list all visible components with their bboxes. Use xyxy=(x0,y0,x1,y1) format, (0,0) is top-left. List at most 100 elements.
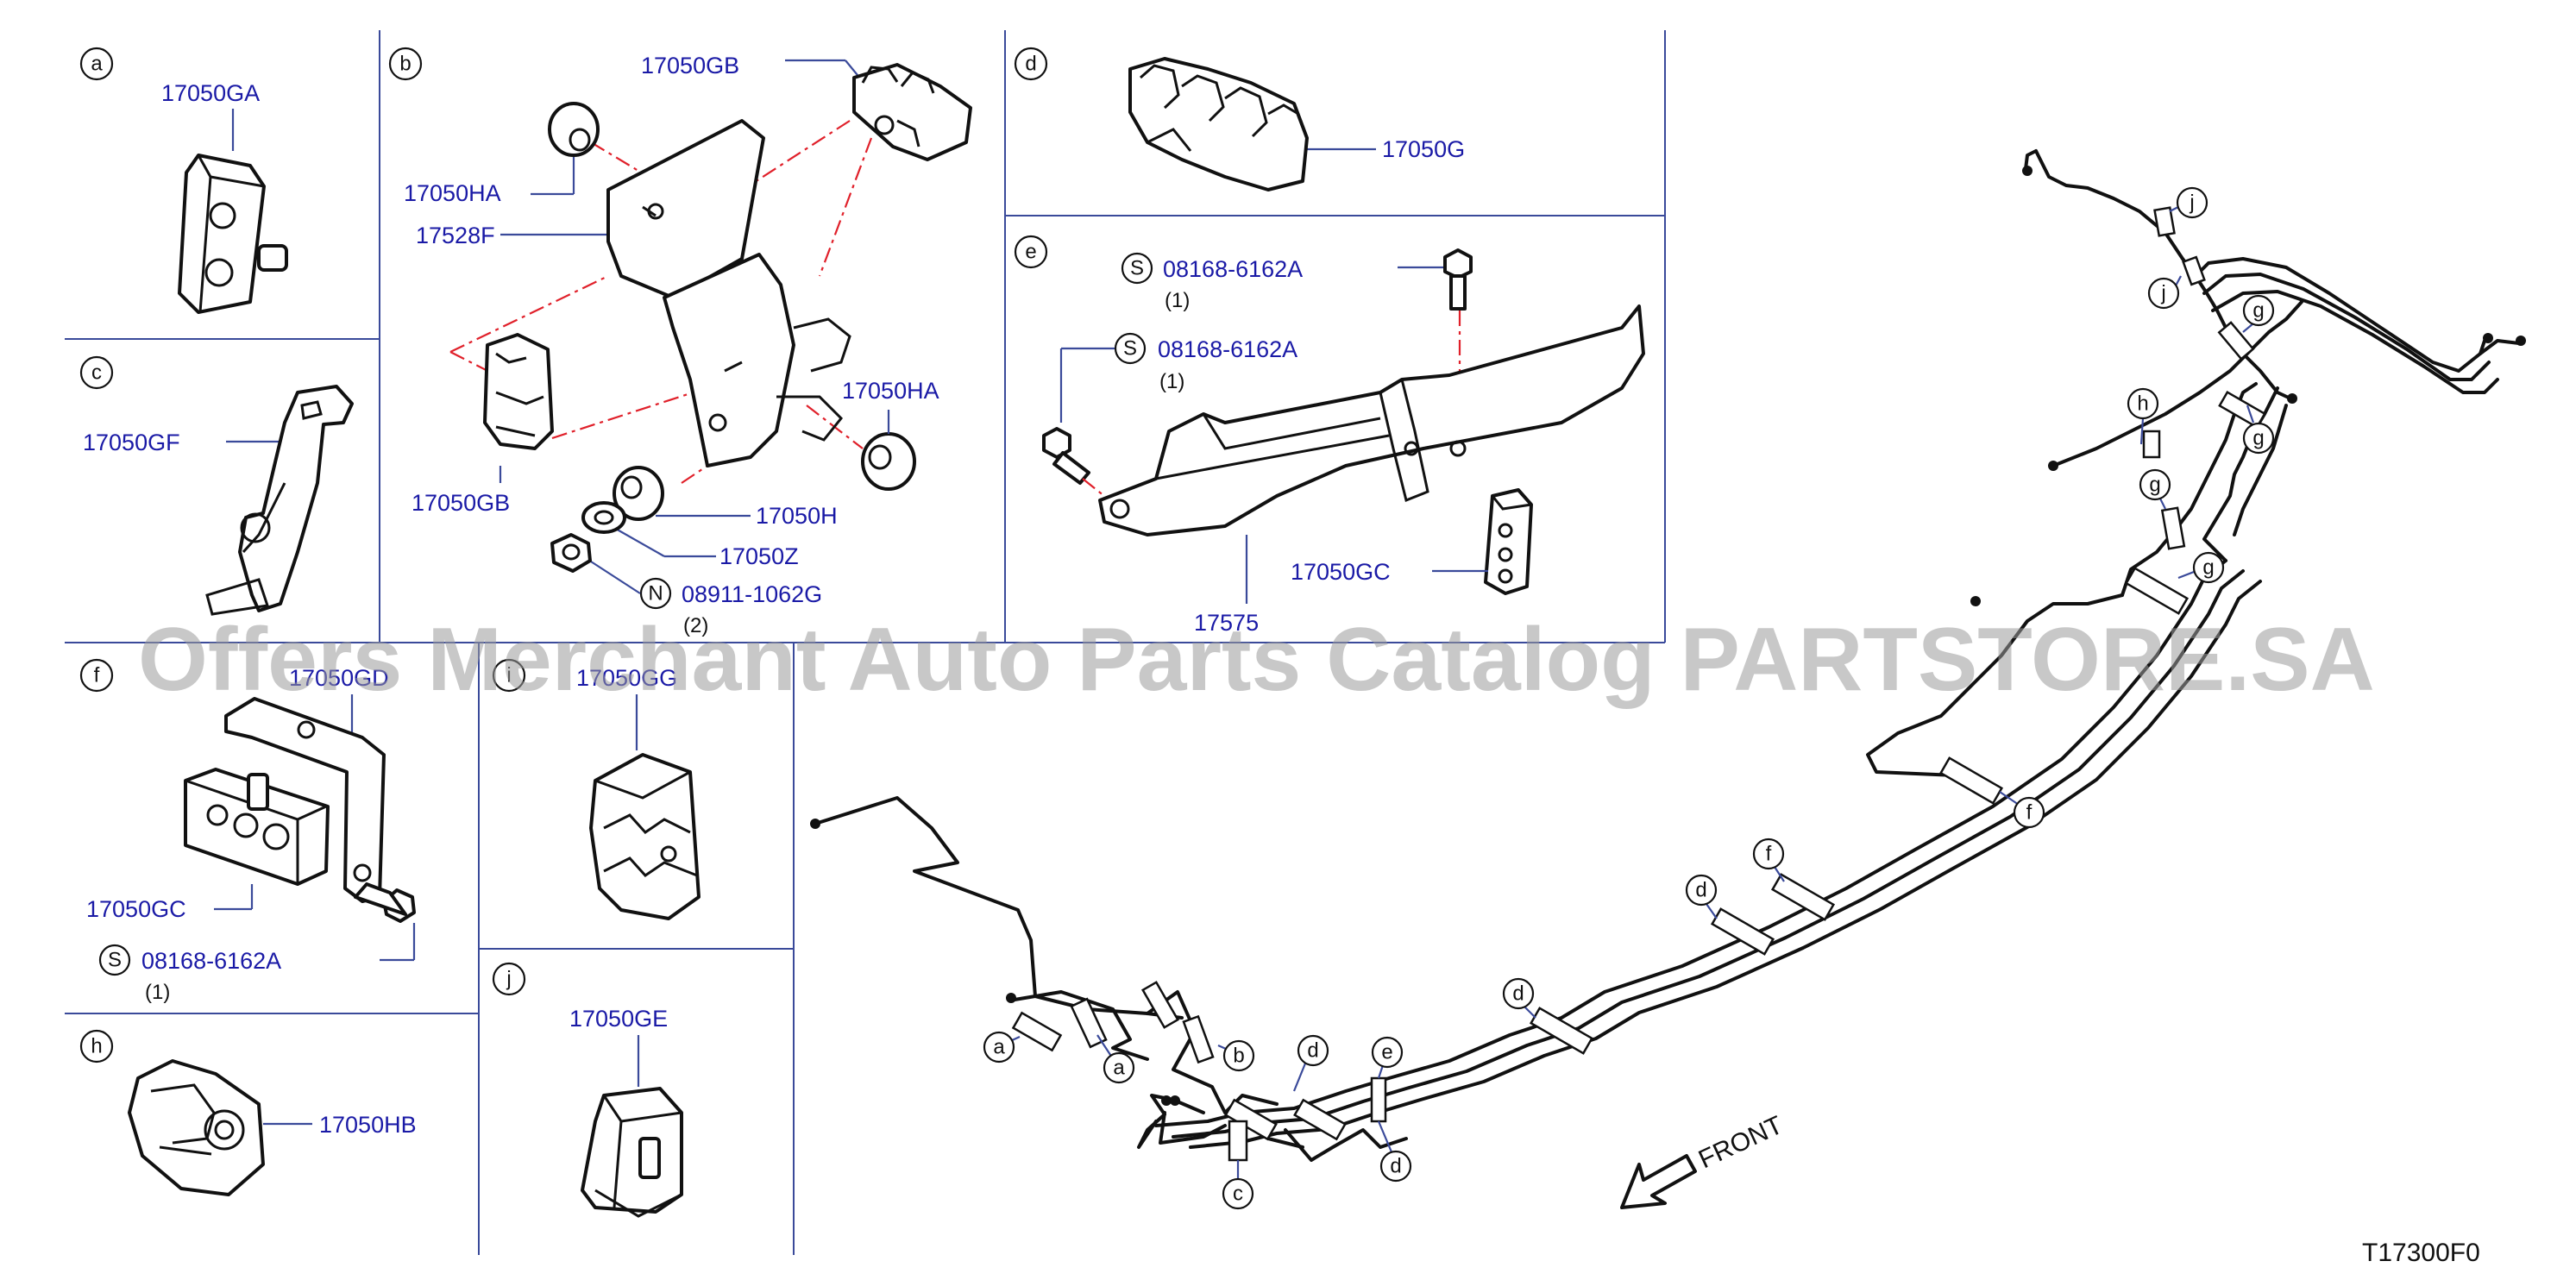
front-label: FRONT xyxy=(1694,1111,1787,1175)
panel-b: b 17050GB 17050HA 17528F 17050HA 17050GB… xyxy=(388,47,972,637)
callout-g-4: g xyxy=(2252,299,2264,323)
part-number-17050GF[interactable]: 17050GF xyxy=(83,430,180,455)
panel-grid xyxy=(65,30,1666,1255)
callout-a-1: a xyxy=(993,1036,1005,1059)
panel-letter-c: c xyxy=(91,361,102,385)
line-clip-b1 xyxy=(1140,981,1180,1029)
part-number-17050HB[interactable]: 17050HB xyxy=(319,1112,417,1138)
qty-08168-2: (1) xyxy=(1159,370,1184,393)
bolt-marker-s-2: S xyxy=(1123,337,1137,361)
panel-letter-d: d xyxy=(1025,53,1036,76)
part-number-17050GE[interactable]: 17050GE xyxy=(569,1006,668,1032)
line-clip-g1 xyxy=(2124,567,2190,615)
part-number-17050GD[interactable]: 17050GD xyxy=(289,665,389,691)
panel-letter-h: h xyxy=(91,1035,102,1058)
callout-a-2: a xyxy=(1113,1057,1125,1080)
bolt-marker-s-f: S xyxy=(108,949,122,972)
part-number-17050HA-right[interactable]: 17050HA xyxy=(842,378,939,404)
callout-g-1: g xyxy=(2202,556,2214,580)
line-clip-j2 xyxy=(2182,255,2206,286)
watermark-text: Offers Merchant Auto Parts Catalog PARTS… xyxy=(138,610,2375,710)
callout-d-1: d xyxy=(1307,1039,1318,1063)
part-number-17050GC-f[interactable]: 17050GC xyxy=(86,896,186,922)
part-number-17575[interactable]: 17575 xyxy=(1194,610,1259,636)
line-clip-b2 xyxy=(1182,1014,1215,1064)
part-number-17050H[interactable]: 17050H xyxy=(756,503,838,529)
line-clip-a1 xyxy=(1011,1011,1063,1052)
part-number-17050Z[interactable]: 17050Z xyxy=(719,543,799,569)
bolt-08168-top-icon xyxy=(1443,248,1473,311)
part-number-17050GG[interactable]: 17050GG xyxy=(576,665,677,691)
callout-f-1: f xyxy=(1766,843,1772,866)
clip-17050HB-icon xyxy=(128,1059,265,1196)
panel-f: f 17050GD 17050GC S 08168-6162A (1) xyxy=(79,658,416,1004)
line-clip-j1 xyxy=(2153,206,2176,237)
callout-e: e xyxy=(1381,1041,1392,1064)
part-number-17050GB-bottom[interactable]: 17050GB xyxy=(412,490,510,516)
callout-g-2: g xyxy=(2149,474,2160,497)
nut-08911-icon xyxy=(550,533,592,573)
grommet-17050H-icon xyxy=(613,466,664,521)
part-number-17050GA[interactable]: 17050GA xyxy=(161,80,260,106)
clip-17050GB-top-icon xyxy=(852,63,972,161)
line-clip-d4 xyxy=(1710,907,1775,956)
callout-f-2: f xyxy=(2026,801,2033,825)
panel-c: c 17050GF xyxy=(79,355,354,616)
part-number-17050GB-top[interactable]: 17050GB xyxy=(641,53,739,78)
clip-17050GG-icon xyxy=(589,753,701,920)
part-number-08911-1062G[interactable]: 08911-1062G xyxy=(682,581,822,607)
part-number-08168-6162A-1[interactable]: 08168-6162A xyxy=(1163,256,1303,282)
part-number-08168-6162A-2[interactable]: 08168-6162A xyxy=(1158,336,1297,362)
callout-j-1: j xyxy=(2189,191,2194,215)
panel-letter-e: e xyxy=(1025,241,1036,264)
line-clip-d3 xyxy=(1529,1007,1594,1055)
panel-i: i 17050GG xyxy=(492,658,701,920)
callout-d-4: d xyxy=(1695,879,1706,902)
line-clip-g4 xyxy=(2217,321,2255,361)
part-number-17050G[interactable]: 17050G xyxy=(1382,136,1465,162)
clip-17050GF-icon xyxy=(205,385,354,616)
panel-letter-a: a xyxy=(91,53,103,76)
line-clip-d2 xyxy=(1293,1098,1347,1141)
bolt-08168-f-icon xyxy=(354,882,416,923)
clip-17050GE-icon xyxy=(581,1087,683,1218)
panel-letter-i: i xyxy=(506,664,511,687)
panel-letter-b: b xyxy=(399,53,411,76)
clip-17050GC-e-icon xyxy=(1484,488,1533,595)
callout-g-3: g xyxy=(2252,427,2264,450)
washer-17050Z-icon xyxy=(581,501,626,534)
line-clip-a2 xyxy=(1070,997,1108,1049)
panel-letter-f: f xyxy=(94,664,100,687)
qty-08168-f: (1) xyxy=(145,981,170,1004)
bracket-17575-icon xyxy=(1098,304,1645,536)
part-number-17528F[interactable]: 17528F xyxy=(416,223,495,248)
panel-letter-j: j xyxy=(506,968,511,991)
diagram-code: T17300F0 xyxy=(2362,1239,2480,1267)
line-callouts: a a b d e c d d d f f g g g g h j j xyxy=(983,186,2275,1210)
clip-17050GD-icon xyxy=(184,697,386,903)
qty-08168-1: (1) xyxy=(1165,289,1190,312)
callout-j-2: j xyxy=(2160,282,2165,305)
part-number-17050GC-e[interactable]: 17050GC xyxy=(1291,559,1391,585)
clip-17050GB-bottom-icon xyxy=(483,333,554,450)
clip-17050GA-icon xyxy=(178,154,288,314)
grommet-17050HA-top-icon xyxy=(548,102,600,157)
bracket-17528F-icon xyxy=(606,119,851,467)
callout-d-3: d xyxy=(1512,982,1524,1006)
bolt-08168-left-icon xyxy=(1042,427,1090,485)
qty-08911: (2) xyxy=(683,614,708,637)
part-number-08168-6162A-f[interactable]: 08168-6162A xyxy=(141,948,281,974)
nut-marker-n: N xyxy=(648,582,663,605)
front-arrow-icon xyxy=(1620,1154,1697,1209)
panel-h: h 17050HB xyxy=(79,1029,417,1196)
line-clip-f2 xyxy=(1938,756,2004,805)
callout-c: c xyxy=(1233,1183,1243,1206)
fuel-line-routing xyxy=(810,149,2526,1180)
line-clip-h xyxy=(2142,430,2161,459)
panel-a: a 17050GA xyxy=(79,47,288,314)
grommet-17050HA-right-icon xyxy=(861,410,916,491)
bolt-marker-s-1: S xyxy=(1130,257,1144,280)
part-number-17050HA-top[interactable]: 17050HA xyxy=(404,180,501,206)
line-clip-f1 xyxy=(1770,873,1836,921)
